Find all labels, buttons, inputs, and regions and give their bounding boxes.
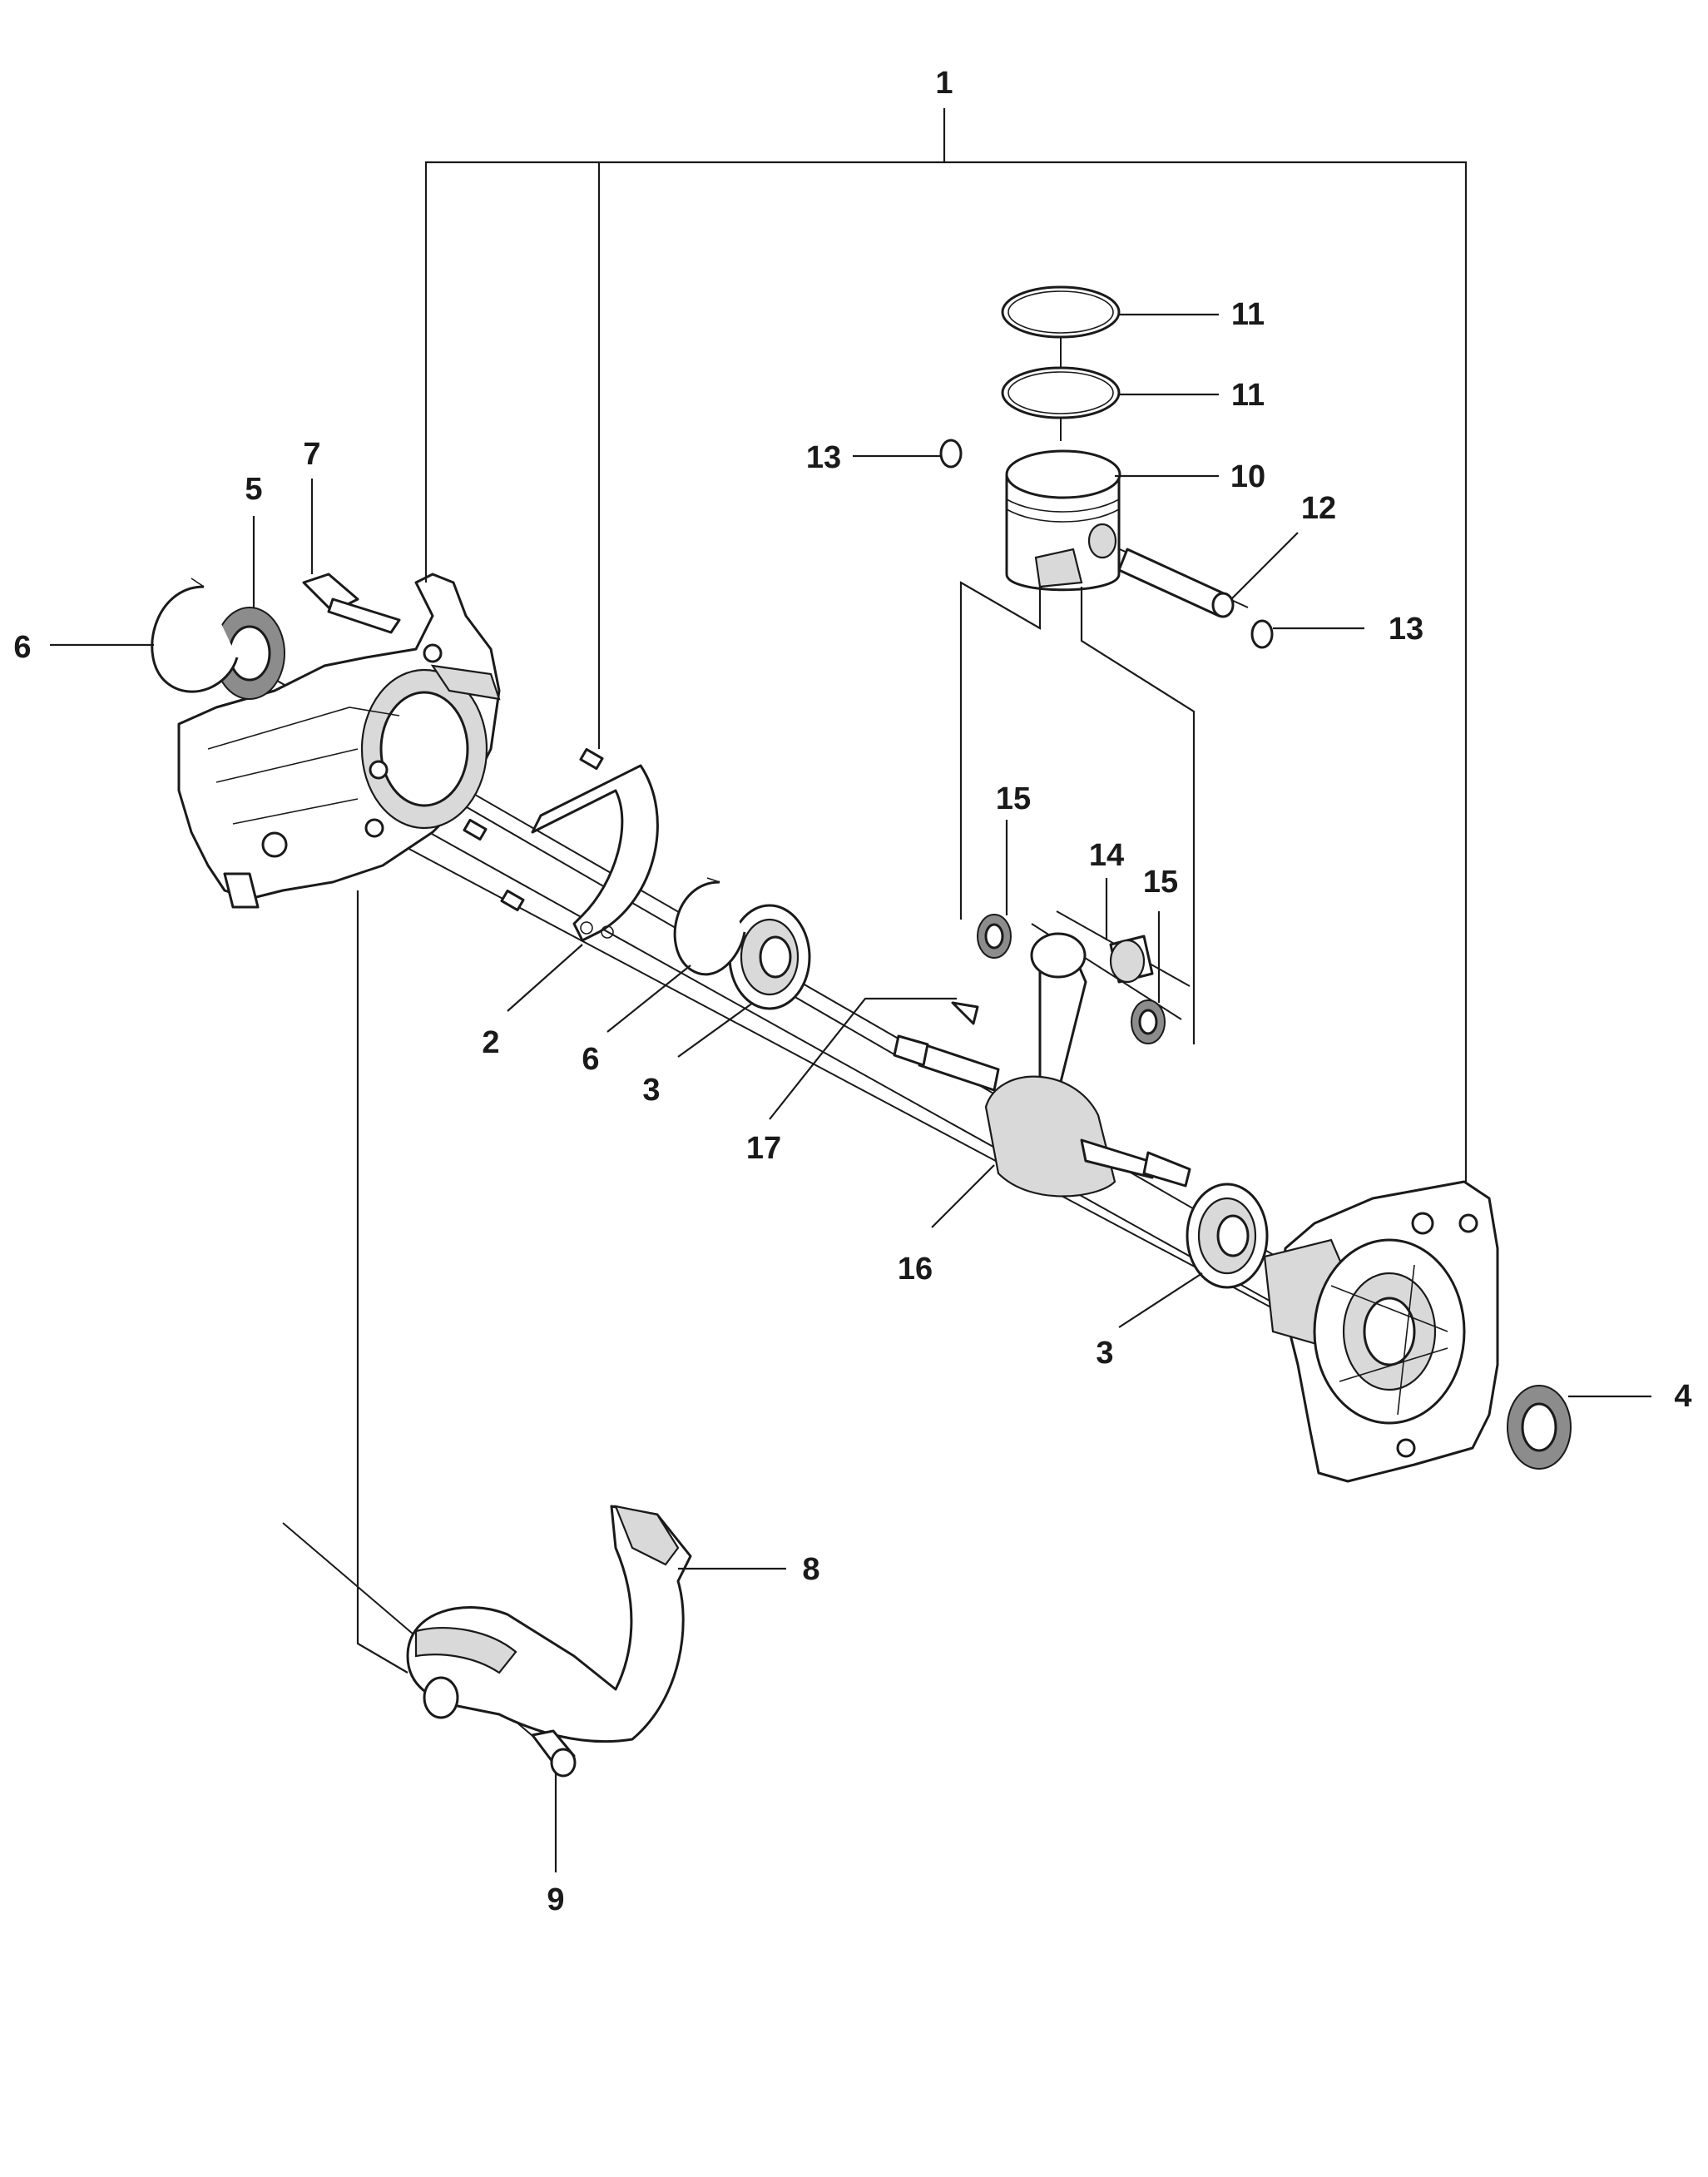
woodruff-key: [951, 1001, 979, 1025]
callout-4: 4: [1674, 1379, 1691, 1414]
explosion-axes: [207, 333, 1465, 1765]
piston-pin: [1117, 548, 1235, 618]
callout-11a: 11: [1231, 297, 1265, 332]
callout-5: 5: [245, 472, 262, 507]
needle-bearing: [1109, 935, 1154, 984]
seal-right: [1507, 1385, 1572, 1470]
thrust-washer-right: [1131, 999, 1166, 1044]
callout-3b: 3: [1096, 1336, 1113, 1371]
gasket: [531, 764, 659, 942]
callout-8: 8: [802, 1552, 819, 1587]
crankcase-cover: [406, 1505, 692, 1743]
bearing-right: [1186, 1183, 1269, 1289]
callout-12: 12: [1301, 491, 1336, 526]
callout-15b: 15: [1143, 865, 1178, 900]
bearing-left: [728, 904, 811, 1010]
callout-15a: 15: [996, 781, 1031, 816]
callout-13b: 13: [1389, 612, 1423, 647]
callout-1: 1: [935, 66, 953, 101]
piston-pin-clip-left: [939, 439, 963, 469]
thrust-washer-left: [977, 914, 1012, 959]
callout-2: 2: [482, 1025, 499, 1060]
piston-ring-lower: [1001, 366, 1121, 419]
callout-10: 10: [1230, 459, 1265, 494]
callout-17: 17: [746, 1131, 781, 1166]
screw-bottom: [531, 1729, 577, 1778]
callout-16: 16: [898, 1252, 933, 1287]
callout-11b: 11: [1231, 378, 1265, 413]
callout-14: 14: [1089, 838, 1124, 873]
callout-3a: 3: [642, 1073, 660, 1108]
circlip-left: [151, 578, 239, 693]
leader-lines: [50, 108, 1651, 1872]
seal-left: [214, 607, 285, 700]
callout-7: 7: [303, 437, 320, 472]
callout-labels: 1 2 3 3 4 5 6 6 7 8 9 10 11 11 12 13 13 …: [13, 66, 1691, 1917]
callout-9: 9: [547, 1882, 564, 1917]
piston-ring-upper: [1001, 285, 1121, 339]
crankcase-half-left: [177, 573, 501, 909]
dowel-pins: [463, 747, 604, 912]
piston-pin-clip-right: [1250, 619, 1274, 649]
crankshaft: [893, 932, 1191, 1198]
crankcase-half-right: [1263, 1180, 1499, 1483]
callout-6a: 6: [13, 630, 31, 665]
callout-13a: 13: [806, 440, 841, 475]
screw-top: [302, 573, 401, 634]
callout-6b: 6: [582, 1042, 599, 1077]
piston: [1005, 449, 1121, 592]
